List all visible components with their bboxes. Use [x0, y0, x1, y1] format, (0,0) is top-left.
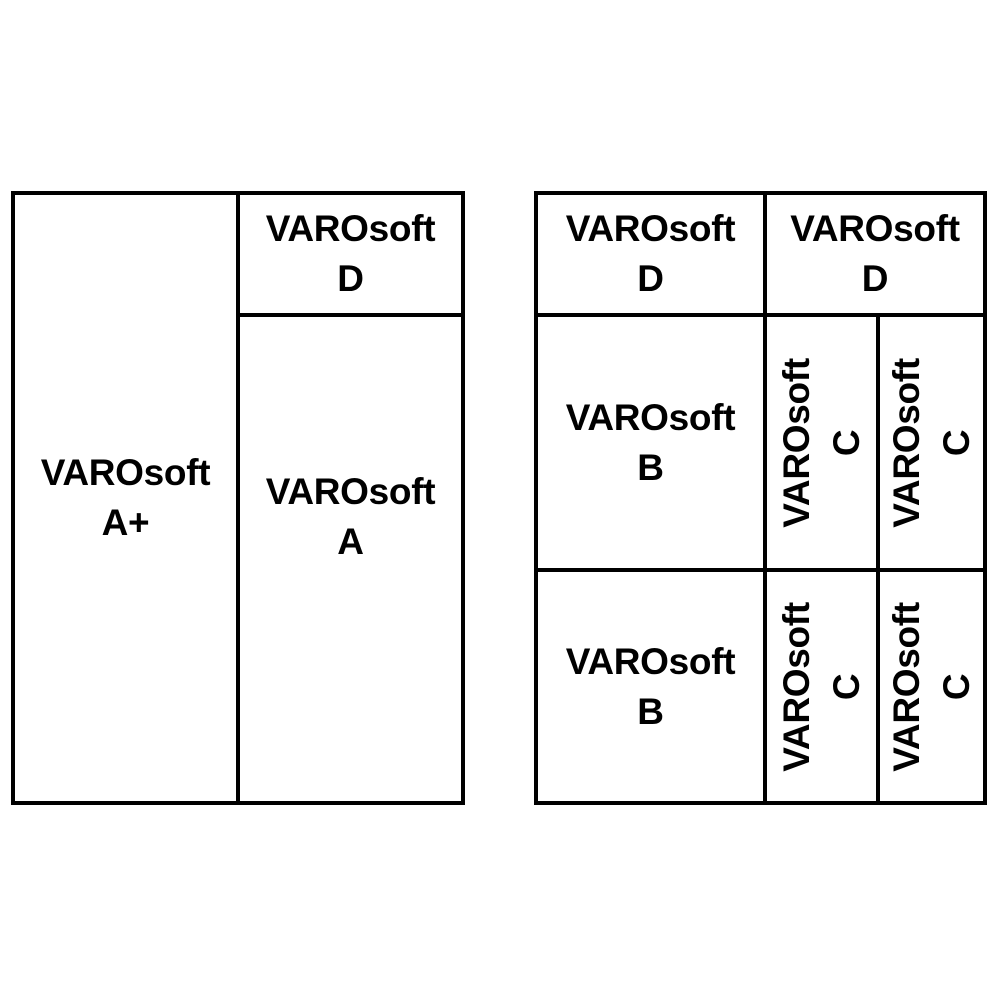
- cell-b-bottom[interactable]: VAROsoft B: [538, 572, 763, 801]
- right-diagram-horizontal-divider-2: [538, 568, 983, 572]
- cell-d-top-label: VAROsoft D: [265, 208, 436, 299]
- cell-c-mid-left[interactable]: VAROsoft C: [767, 317, 876, 568]
- cell-a[interactable]: VAROsoft A: [240, 317, 461, 801]
- left-diagram-vertical-divider: [236, 195, 240, 801]
- cell-a-plus[interactable]: VAROsoft A+: [15, 195, 236, 801]
- left-diagram-horizontal-divider: [236, 313, 461, 317]
- cell-b-bottom-label: VAROsoft B: [565, 640, 736, 732]
- cell-d-right-label: VAROsoft D: [790, 208, 960, 299]
- cell-c-bot-right-label: VAROsoft C: [885, 601, 977, 772]
- cell-c-bot-left[interactable]: VAROsoft C: [767, 572, 876, 801]
- cell-c-bot-right[interactable]: VAROsoft C: [880, 572, 983, 801]
- left-layout-diagram: VAROsoft A+ VAROsoft D VAROsoft A: [11, 191, 465, 805]
- cell-d-left[interactable]: VAROsoft D: [538, 195, 763, 313]
- cell-b-middle[interactable]: VAROsoft B: [538, 317, 763, 568]
- right-diagram-inner-vertical-divider: [876, 317, 880, 801]
- cell-c-mid-right[interactable]: VAROsoft C: [880, 317, 983, 568]
- right-diagram-main-vertical-divider: [763, 195, 767, 801]
- cell-c-bot-left-label: VAROsoft C: [775, 601, 867, 772]
- cell-a-label: VAROsoft A: [265, 471, 436, 562]
- cell-d-top[interactable]: VAROsoft D: [240, 195, 461, 313]
- cell-c-mid-left-label: VAROsoft C: [775, 357, 867, 528]
- right-layout-diagram: VAROsoft D VAROsoft D VAROsoft B VAROsof…: [534, 191, 987, 805]
- cell-d-left-label: VAROsoft D: [565, 208, 736, 299]
- cell-c-mid-right-label: VAROsoft C: [885, 357, 977, 528]
- cell-a-plus-label: VAROsoft A+: [40, 452, 211, 543]
- cell-b-middle-label: VAROsoft B: [565, 396, 736, 488]
- right-diagram-horizontal-divider-1: [538, 313, 983, 317]
- cell-d-right[interactable]: VAROsoft D: [767, 195, 983, 313]
